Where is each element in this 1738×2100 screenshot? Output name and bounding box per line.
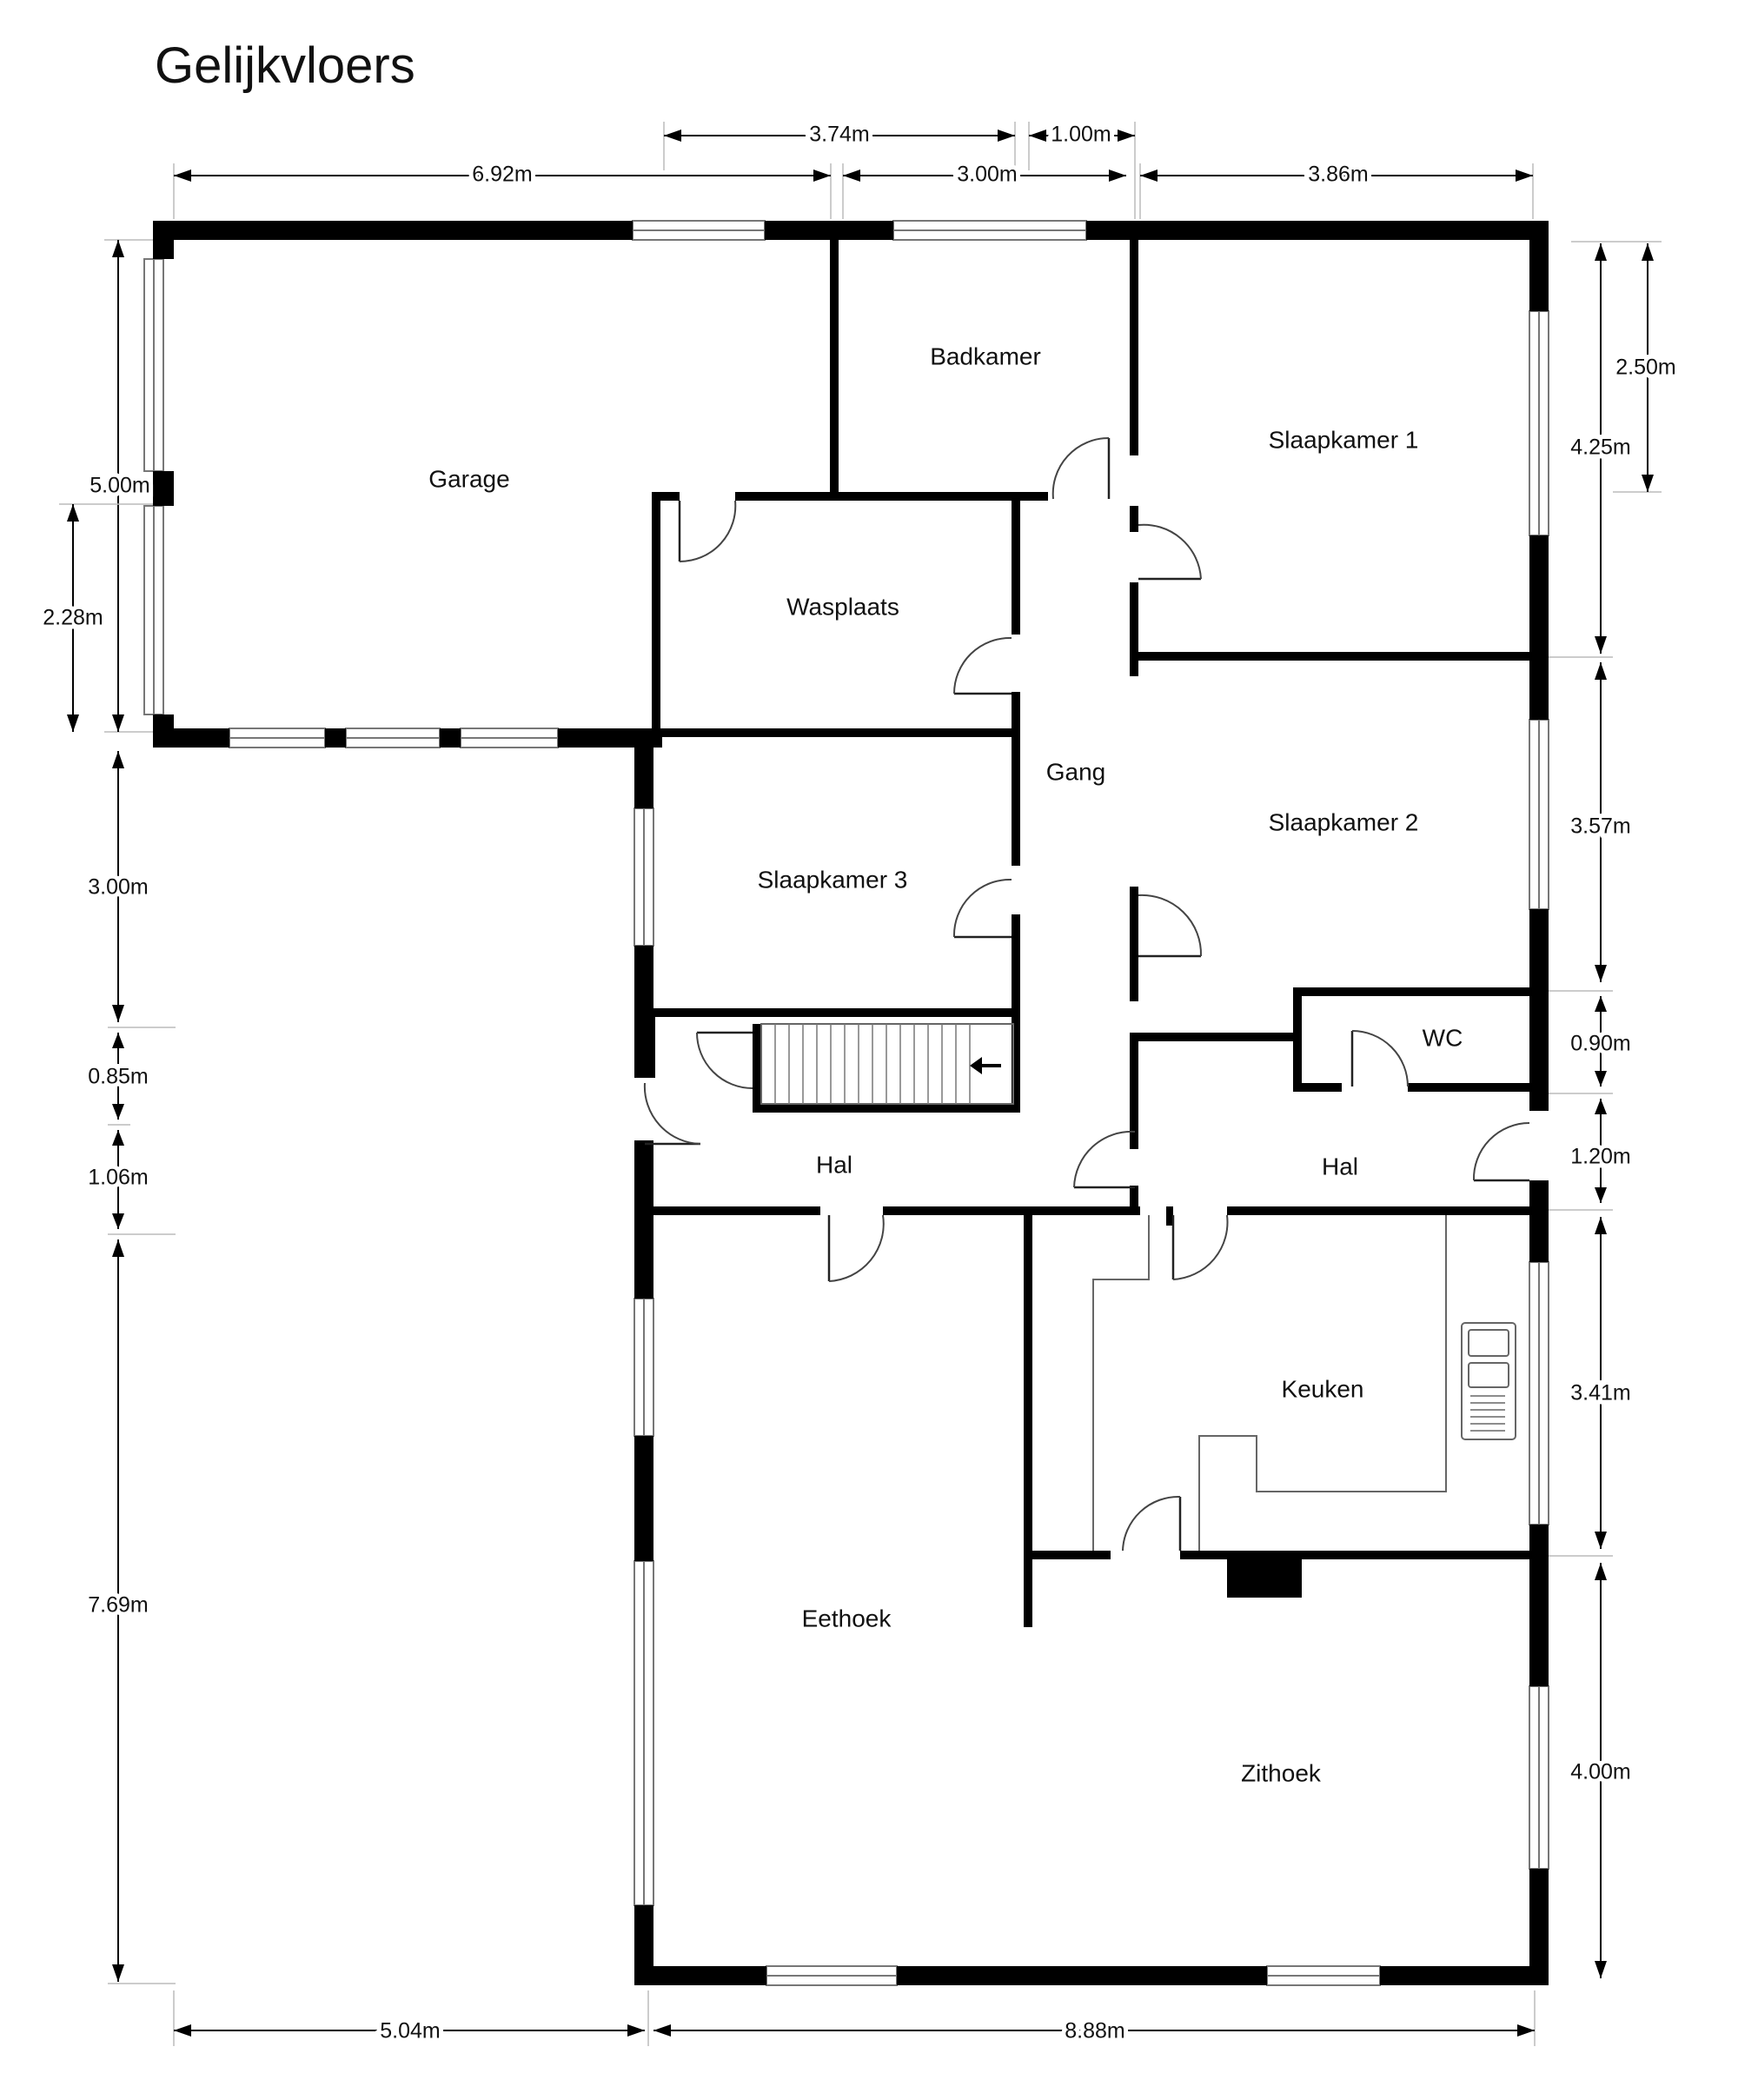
door-eethoek [827, 1214, 885, 1282]
dim-label-4-25: 4.25m [1570, 435, 1630, 460]
dim-label-4-00: 4.00m [1570, 1760, 1630, 1784]
dim-label-5-04: 5.04m [380, 2019, 440, 2044]
walls [153, 221, 1549, 1985]
dim-label-1-06: 1.06m [88, 1166, 148, 1190]
dim-label-1-00: 1.00m [1051, 123, 1111, 147]
door-gang-hal [1073, 1130, 1136, 1189]
plan-title: Gelijkvloers [155, 37, 415, 94]
door-stairs [696, 1031, 753, 1089]
windows [143, 220, 1549, 1986]
dim-label-1-20: 1.20m [1570, 1145, 1630, 1169]
room-label-hal-right: Hal [1322, 1153, 1358, 1180]
door-slaapkamer-3 [952, 878, 1012, 939]
dim-label-3-86: 3.86m [1308, 163, 1368, 187]
dim-label-8-88: 8.88m [1065, 2019, 1124, 2044]
dim-label-0-90: 0.90m [1570, 1032, 1630, 1056]
door-wc [1350, 1030, 1409, 1087]
dim-label-2-28: 2.28m [43, 606, 103, 630]
room-label-badkamer: Badkamer [930, 342, 1041, 369]
dim-label-6-92: 6.92m [472, 163, 532, 187]
room-labels: Garage Badkamer Slaapkamer 1 Wasplaats G… [428, 342, 1463, 1786]
room-label-wc: WC [1423, 1024, 1463, 1051]
dimension-labels: 3.74m 1.00m 6.92m 3.00m 3.86m 5.00m 2.28… [38, 118, 1680, 2048]
door-badkamer [1051, 436, 1111, 500]
dim-label-3-41: 3.41m [1570, 1381, 1630, 1406]
room-label-slaapkamer-1: Slaapkamer 1 [1269, 426, 1419, 453]
sink-icon [1461, 1322, 1516, 1440]
room-label-hal-left: Hal [816, 1151, 852, 1178]
room-label-slaapkamer-2: Slaapkamer 2 [1269, 808, 1419, 835]
dim-label-3-57: 3.57m [1570, 814, 1630, 839]
room-label-slaapkamer-3: Slaapkamer 3 [758, 866, 908, 893]
dimension-lines [59, 122, 1662, 2046]
door-front [643, 1082, 701, 1146]
dim-label-3-74: 3.74m [809, 123, 869, 147]
room-label-zithoek: Zithoek [1241, 1759, 1322, 1786]
door-keuken [1171, 1214, 1229, 1280]
door-slaapkamer-2 [1138, 894, 1203, 958]
dim-label-3-00-left: 3.00m [88, 875, 148, 900]
room-label-keuken: Keuken [1282, 1375, 1364, 1402]
door-side [1472, 1122, 1530, 1182]
stairs [760, 1023, 1014, 1105]
kitchen-counters [1092, 1215, 1516, 1551]
door-slaapkamer-1 [1138, 523, 1202, 581]
dim-label-5-00: 5.00m [90, 474, 149, 498]
room-label-wasplaats: Wasplaats [786, 593, 899, 620]
door-wasplaats [953, 636, 1012, 695]
dim-label-0-85: 0.85m [88, 1065, 148, 1089]
room-label-eethoek: Eethoek [802, 1605, 892, 1631]
dim-label-7-69: 7.69m [88, 1593, 148, 1618]
room-label-garage: Garage [428, 465, 509, 492]
door-garage-wasplaats [678, 500, 737, 563]
door-keuken-zithoek [1122, 1495, 1182, 1552]
doors [643, 436, 1530, 1552]
dim-label-3-00-top: 3.00m [957, 163, 1017, 187]
dim-label-2-50: 2.50m [1615, 356, 1675, 380]
room-label-gang: Gang [1046, 758, 1106, 785]
